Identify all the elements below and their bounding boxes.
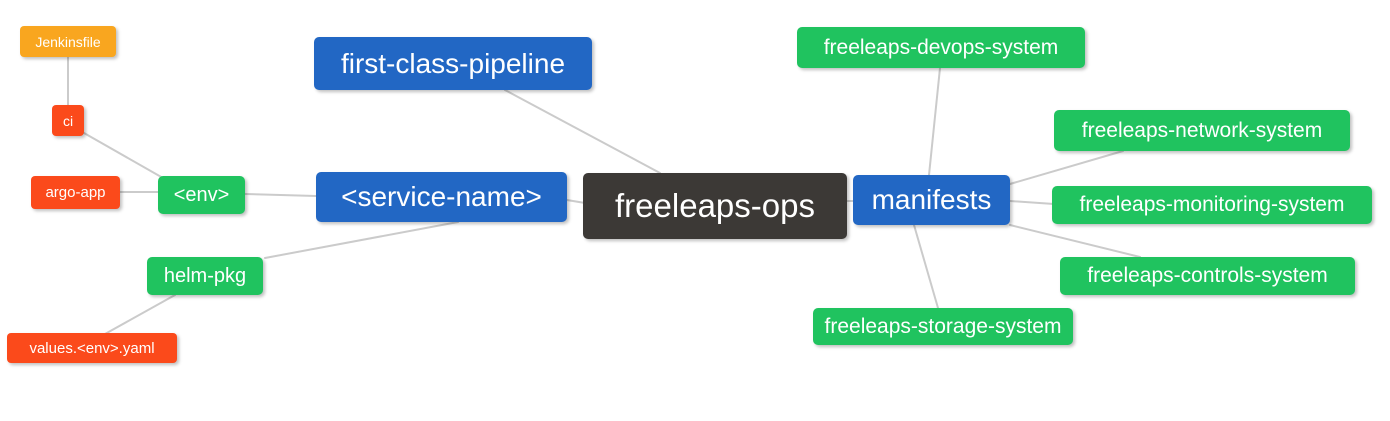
edge-helm-pkg-service-name [264, 221, 459, 259]
edge-ci-env [83, 132, 164, 179]
edge-manifests-controls [1009, 224, 1141, 258]
node-freeleaps-devops-system[interactable]: freeleaps-devops-system [797, 27, 1085, 68]
edge-manifests-monitoring [1009, 200, 1055, 205]
node-env[interactable]: <env> [158, 176, 245, 214]
node-argo-app[interactable]: argo-app [31, 176, 120, 209]
node-values-env-yaml[interactable]: values.<env>.yaml [7, 333, 177, 363]
edge-service-name-freeleaps-ops [566, 199, 586, 204]
edge-helm-pkg-values [104, 294, 176, 335]
edge-pipeline-freeleaps-ops [504, 89, 661, 174]
node-helm-pkg[interactable]: helm-pkg [147, 257, 263, 295]
node-ci[interactable]: ci [52, 105, 84, 136]
node-freeleaps-monitoring-system[interactable]: freeleaps-monitoring-system [1052, 186, 1372, 224]
node-freeleaps-storage-system[interactable]: freeleaps-storage-system [813, 308, 1073, 345]
edge-env-service-name [244, 193, 317, 197]
node-freeleaps-network-system[interactable]: freeleaps-network-system [1054, 110, 1350, 151]
node-freeleaps-ops[interactable]: freeleaps-ops [583, 173, 847, 239]
node-first-class-pipeline[interactable]: first-class-pipeline [314, 37, 592, 90]
edge-manifests-network [1009, 150, 1124, 185]
node-service-name[interactable]: <service-name> [316, 172, 567, 222]
node-manifests[interactable]: manifests [853, 175, 1010, 225]
node-jenkinsfile[interactable]: Jenkinsfile [20, 26, 116, 57]
edge-manifests-devops [928, 67, 941, 176]
node-freeleaps-controls-system[interactable]: freeleaps-controls-system [1060, 257, 1355, 295]
edge-manifests-storage [913, 224, 939, 309]
